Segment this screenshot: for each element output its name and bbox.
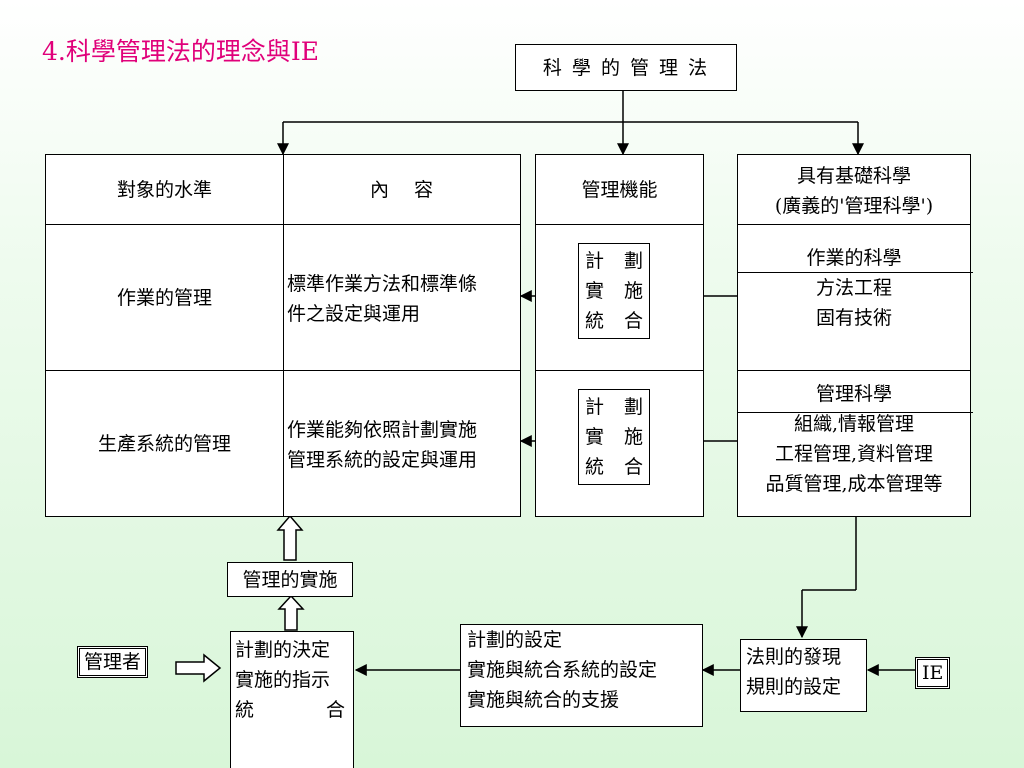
- fn-char: 施: [623, 280, 643, 302]
- rules-line2: 規則的設定: [746, 676, 842, 698]
- row-operation-content-line2: 件之設定與運用: [287, 303, 421, 325]
- fn-char: 施: [623, 426, 643, 448]
- header-content-label: 內 容: [369, 178, 434, 201]
- science-row-management: 管理科學 組織,情報管理 工程管理,資料管理 品質管理,成本管理等: [738, 379, 970, 499]
- science-row-operation-heading: 作業的科學: [806, 247, 902, 269]
- scientific-management-box: 科 學 的 管 理 法: [515, 44, 737, 91]
- fn-char: 實: [585, 280, 605, 302]
- science-header-line1: 具有基礎科學: [796, 165, 911, 187]
- manager-box: 管理者: [77, 646, 149, 678]
- row-operation-level: 作業的管理: [46, 225, 283, 370]
- ie-label: IE: [922, 662, 944, 684]
- page-title: 4.科學管理法的理念與IE: [42, 37, 319, 66]
- decision-box: 計劃的決定 實施的指示 統 合: [230, 631, 354, 768]
- science-header-line2: (廣義的'管理科學'): [774, 195, 934, 217]
- row-operation-level-label: 作業的管理: [116, 286, 212, 309]
- row-production-content-line2: 管理系統的設定與運用: [287, 449, 478, 471]
- function-box-operation: 計劃 實施 統合: [578, 243, 650, 339]
- science-row-operation-line1: 方法工程: [815, 277, 892, 299]
- science-row-management-heading: 管理科學: [815, 383, 892, 405]
- fn-char: 統: [585, 310, 605, 332]
- row-production-content-line1: 作業能夠依照計劃實施: [287, 419, 478, 441]
- decision-line3a: 統: [235, 699, 255, 721]
- fn-char: 計: [585, 250, 605, 272]
- planning-box: 計劃的設定 實施與統合系統的設定 實施與統合的支援: [460, 624, 703, 727]
- science-row-management-line1: 組織,情報管理: [793, 413, 915, 435]
- row-production-level-label: 生產系統的管理: [97, 432, 231, 455]
- manager-label: 管理者: [84, 651, 142, 673]
- fn-char: 實: [585, 426, 605, 448]
- header-content: 內 容: [283, 155, 520, 224]
- row-operation-content: 標準作業方法和標準條 件之設定與運用: [287, 269, 519, 329]
- level-content-table: 對象的水準 內 容 作業的管理 標準作業方法和標準條 件之設定與運用 生產系統的…: [45, 154, 521, 517]
- fn-char: 計: [585, 396, 605, 418]
- header-level-label: 對象的水準: [116, 178, 212, 201]
- function-header-label: 管理機能: [581, 178, 658, 201]
- science-row-management-line3: 品質管理,成本管理等: [765, 473, 943, 495]
- science-row-operation-line2: 固有技術: [815, 307, 892, 329]
- scientific-management-label: 科 學 的 管 理 法: [542, 56, 710, 79]
- row-production-level: 生產系統的管理: [46, 371, 283, 516]
- fn-char: 劃: [623, 396, 643, 418]
- function-header: 管理機能: [536, 155, 703, 224]
- basic-science-table: 具有基礎科學 (廣義的'管理科學') 作業的科學 方法工程 固有技術 管理科學 …: [737, 154, 973, 517]
- function-box-production: 計劃 實施 統合: [578, 389, 650, 485]
- planning-line3: 實施與統合的支援: [467, 689, 620, 711]
- fn-char: 劃: [623, 250, 643, 272]
- rules-line1: 法則的發現: [746, 646, 842, 668]
- fn-char: 合: [623, 456, 643, 478]
- decision-line3b: 合: [325, 699, 345, 721]
- fn-char: 合: [623, 310, 643, 332]
- row-operation-content-line1: 標準作業方法和標準條: [287, 273, 478, 295]
- decision-line2: 實施的指示: [235, 669, 331, 691]
- rules-box: 法則的發現 規則的設定: [740, 639, 867, 712]
- header-level: 對象的水準: [46, 155, 283, 224]
- science-header: 具有基礎科學 (廣義的'管理科學'): [738, 161, 970, 221]
- science-row-management-line2: 工程管理,資料管理: [774, 443, 934, 465]
- decision-line1: 計劃的決定: [235, 639, 331, 661]
- fn-char: 統: [585, 456, 605, 478]
- row-production-content: 作業能夠依照計劃實施 管理系統的設定與運用: [287, 415, 519, 475]
- ie-box: IE: [915, 657, 951, 689]
- implementation-box: 管理的實施: [227, 562, 353, 597]
- planning-line2: 實施與統合系統的設定: [467, 659, 658, 681]
- planning-line1: 計劃的設定: [467, 629, 563, 651]
- science-row-operation: 作業的科學 方法工程 固有技術: [738, 243, 970, 333]
- implementation-label: 管理的實施: [242, 568, 338, 591]
